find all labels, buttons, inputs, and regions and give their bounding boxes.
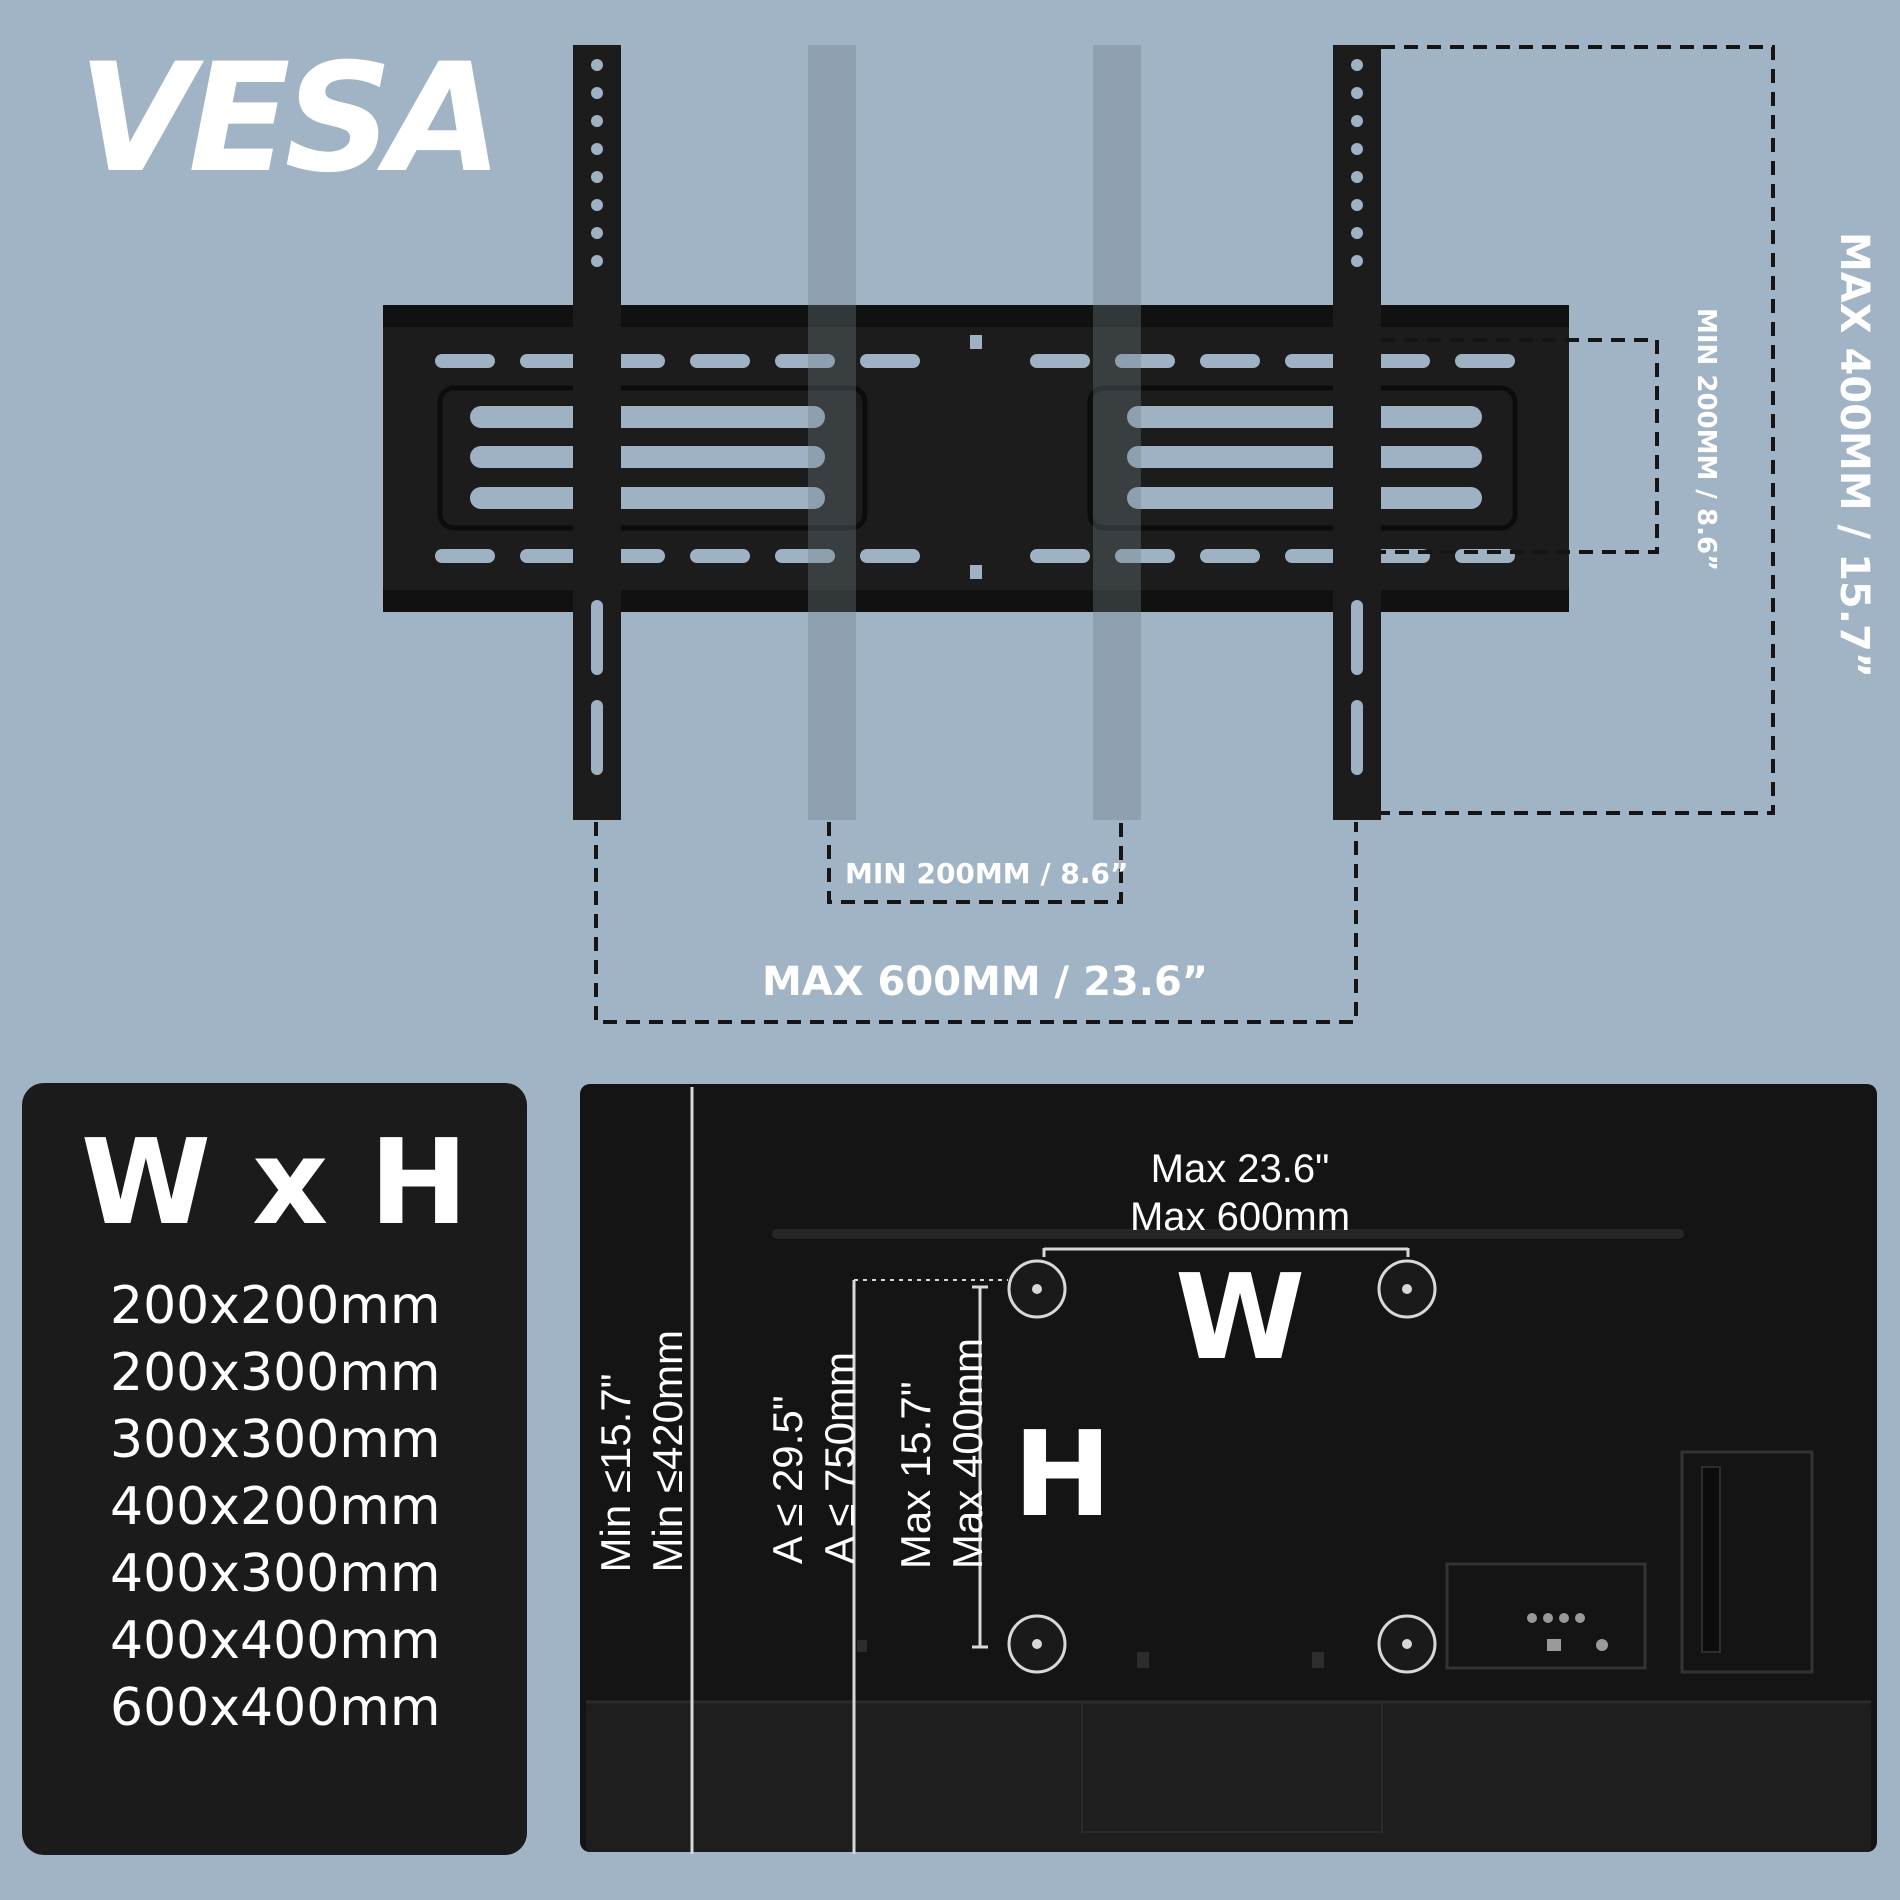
vertical-arm-left: [573, 45, 621, 820]
max-vertical-label: MAX 400MM / 15.7”: [1831, 232, 1877, 679]
tv-min-height-inches: Min ≤15.7": [592, 1373, 639, 1573]
tv-a-label: A ≤ 29.5" A ≤ 750mm: [762, 1352, 866, 1564]
panel-title: W x H: [80, 1113, 469, 1251]
vertical-arm-ghost-right: [1093, 45, 1141, 820]
max-horizontal-label: MAX 600MM / 23.6”: [762, 959, 1209, 1005]
tv-max-width-label: Max 23.6" Max 600mm: [1060, 1145, 1420, 1241]
list-item: 200x300mm: [110, 1343, 441, 1403]
bracket-plate: [383, 305, 1569, 612]
max-vertical-dimension: [1381, 45, 1775, 815]
min-vertical-label: MIN 200MM / 8.6”: [1691, 308, 1721, 572]
tv-min-height-label: Min ≤15.7" Min ≤420mm: [590, 1330, 694, 1572]
mount-hole-icon: [1377, 1614, 1437, 1674]
vertical-arm-right: [1333, 45, 1381, 820]
tv-max-height-label: Max 15.7" Max 400mm: [890, 1338, 994, 1569]
mount-hole-icon: [1377, 1259, 1437, 1319]
tv-max-width-inches: Max 23.6": [1150, 1147, 1330, 1191]
wall-bracket-diagram: [383, 45, 1775, 1024]
list-item: 300x300mm: [110, 1410, 441, 1470]
vesa-size-panel: W x H 200x200mm 200x300mm 300x300mm 400x…: [22, 1083, 527, 1855]
tv-a-inches: A ≤ 29.5": [764, 1395, 811, 1565]
h-letter: H: [1013, 1405, 1112, 1543]
min-horizontal-label: MIN 200MM / 8.6”: [845, 857, 1129, 890]
vertical-arm-ghost-left: [808, 45, 856, 820]
size-list: 200x200mm 200x300mm 300x300mm 400x200mm …: [110, 1273, 441, 1742]
max-horizontal-dimension: [594, 822, 1358, 1024]
tv-max-width-mm: Max 600mm: [1129, 1195, 1351, 1239]
tv-back-illustration: [580, 1084, 1877, 1854]
list-item: 400x300mm: [110, 1544, 441, 1604]
mount-hole-icon: [1007, 1259, 1067, 1319]
vesa-title: VESA: [78, 32, 503, 206]
w-dimension-line: [1042, 1247, 1410, 1257]
list-item: 200x200mm: [110, 1276, 441, 1336]
w-letter: W: [1175, 1248, 1306, 1386]
mount-hole-icon: [1007, 1614, 1067, 1674]
min-vertical-dimension: [1381, 338, 1659, 554]
tv-a-mm: A ≤ 750mm: [816, 1352, 863, 1565]
tv-max-height-mm: Max 400mm: [944, 1338, 991, 1570]
list-item: 600x400mm: [110, 1678, 441, 1738]
max-height-dimension-line: [972, 1285, 988, 1649]
tv-min-height-mm: Min ≤420mm: [644, 1330, 691, 1573]
list-item: 400x400mm: [110, 1611, 441, 1671]
list-item: 400x200mm: [110, 1477, 441, 1537]
tv-max-height-inches: Max 15.7": [892, 1381, 939, 1570]
